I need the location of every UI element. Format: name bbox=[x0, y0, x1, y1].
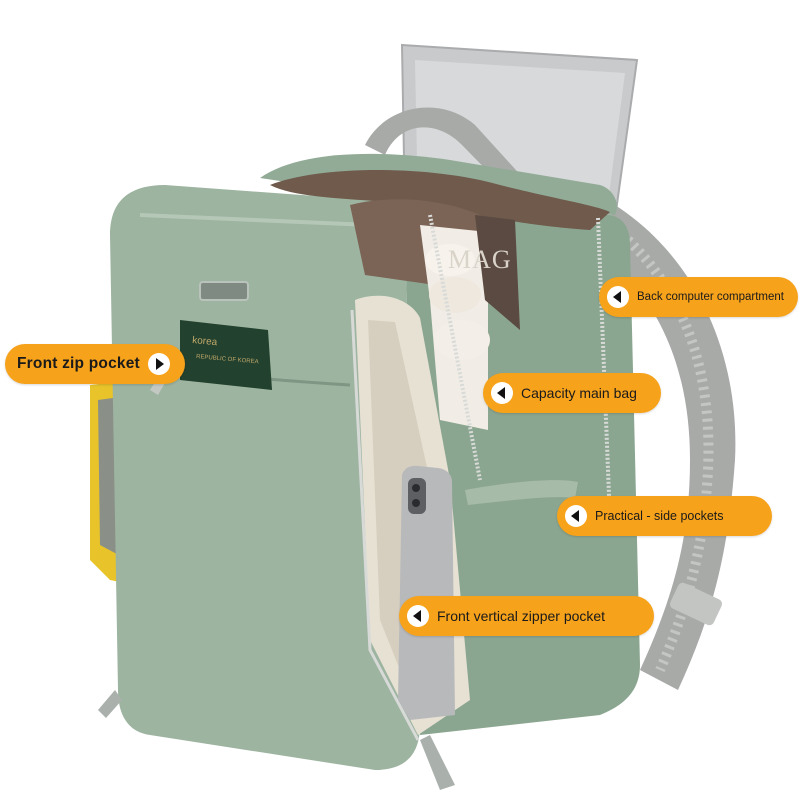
bottom-pull bbox=[420, 735, 455, 790]
callout-label: Practical - side pockets bbox=[595, 509, 724, 523]
callout-front-vertical-zipper-pocket: Front vertical zipper pocket bbox=[399, 596, 654, 636]
callout-label: Front vertical zipper pocket bbox=[437, 608, 606, 624]
callout-back-computer-compartment: Back computer compartment bbox=[599, 277, 798, 317]
side-strap bbox=[465, 480, 578, 505]
magazine-text: MAG bbox=[448, 245, 512, 274]
main-zipper bbox=[428, 214, 612, 521]
callout-label: Back computer compartment bbox=[637, 291, 785, 303]
callout-practical-side-pockets: Practical - side pockets bbox=[557, 496, 772, 536]
callout-label: Front zip pocket bbox=[17, 355, 140, 372]
callout-front-zip-pocket: Front zip pocket bbox=[5, 344, 185, 384]
callout-capacity-main-bag: Capacity main bag bbox=[483, 373, 661, 413]
tablet bbox=[398, 465, 455, 720]
interior-items: MAG bbox=[420, 215, 520, 430]
arrow-left-icon bbox=[491, 382, 513, 404]
arrow-left-icon bbox=[407, 605, 429, 627]
arrow-left-icon bbox=[565, 505, 587, 527]
callout-label: Capacity main bag bbox=[521, 385, 637, 401]
brand-plate bbox=[199, 281, 249, 301]
left-pull bbox=[98, 690, 122, 718]
passport-subtitle: REPUBLIC OF KOREA bbox=[196, 354, 259, 365]
arrow-left-icon bbox=[607, 286, 629, 308]
arrow-right-icon bbox=[147, 353, 170, 375]
top-handle bbox=[365, 107, 525, 192]
passport-title: korea bbox=[192, 335, 218, 348]
